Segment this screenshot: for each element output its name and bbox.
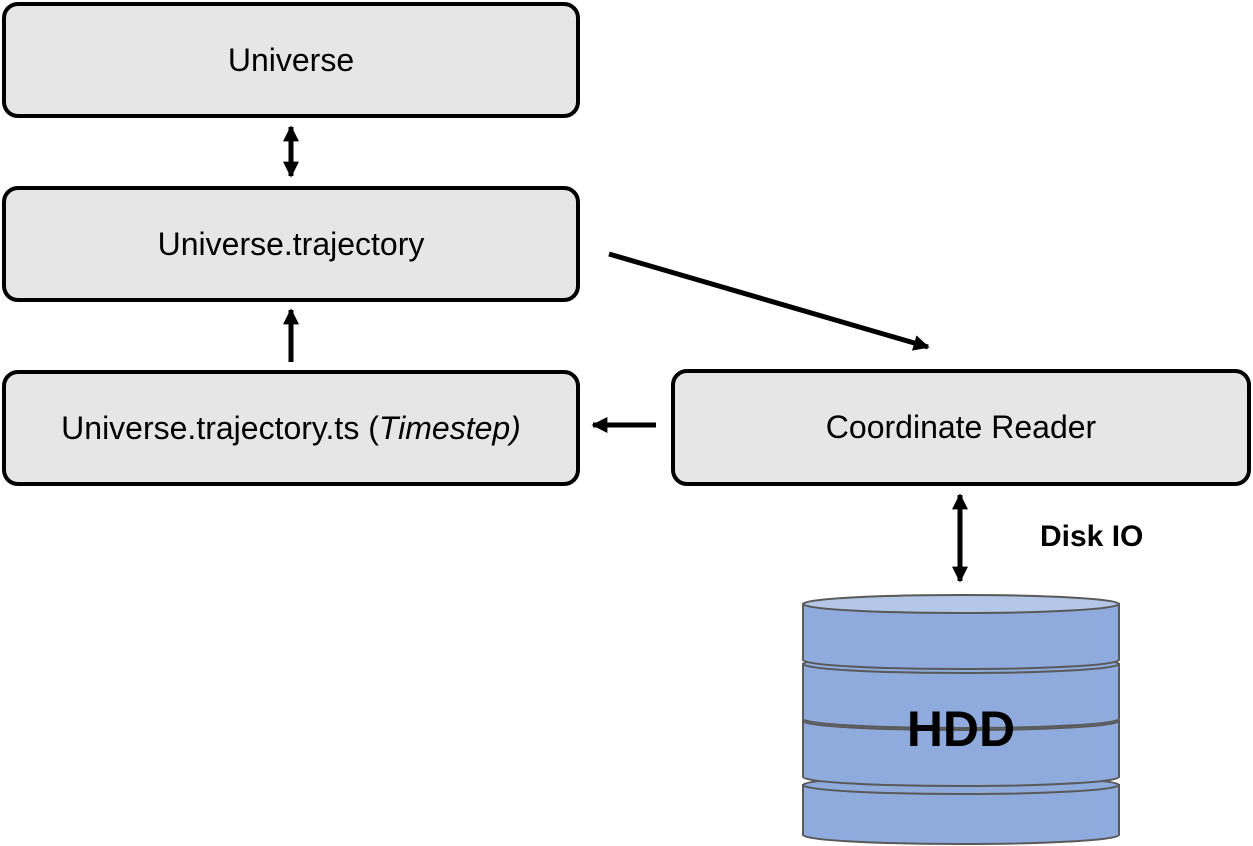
hdd-cylinder-icon [802,594,1120,845]
disk-io-label: Disk IO [1040,520,1144,553]
universe-label: Universe [227,41,355,78]
timestep-label-italic: Timestep) [378,409,521,446]
arrow-trajectory-to-reader [608,251,930,351]
universe-trajectory-node: Universe.trajectory [2,186,580,302]
universe-trajectory-label: Universe.trajectory [157,225,425,262]
timestep-node: Universe.trajectory.ts (Timestep) [2,370,580,486]
timestep-label-prefix: Universe.trajectory.ts ( [61,409,379,446]
coordinate-reader-node: Coordinate Reader [671,369,1251,486]
universe-node: Universe [2,2,580,118]
hdd-label: HDD [906,701,1016,757]
timestep-label: Universe.trajectory.ts (Timestep) [61,410,521,447]
coordinate-reader-label: Coordinate Reader [825,409,1097,445]
